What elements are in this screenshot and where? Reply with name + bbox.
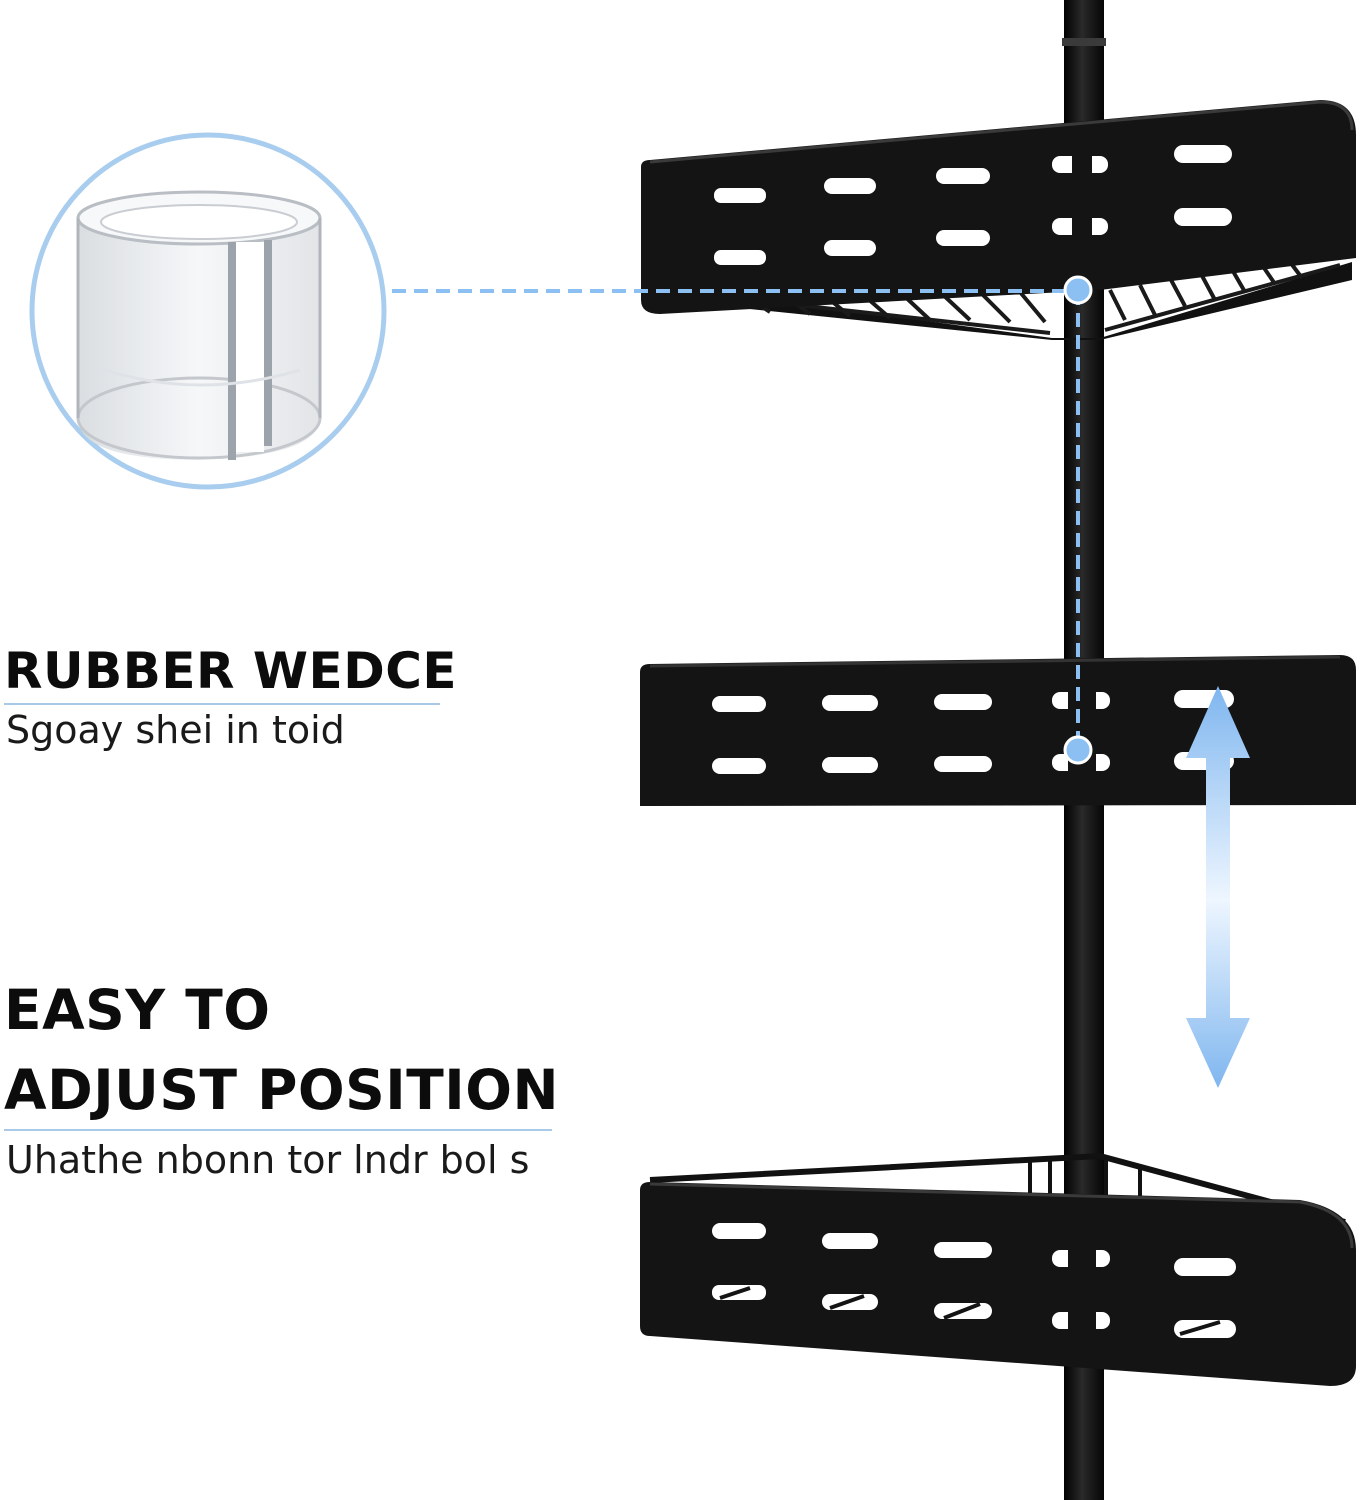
rubber-wedge-title: RUBBER WEDCE [4, 642, 458, 700]
rubber-wedge-subtitle: Sgoay shei in toid [6, 708, 345, 752]
rubber-wedge-callout [29, 132, 387, 490]
title-underline [4, 1129, 552, 1131]
adjust-title-line1: EASY TO [4, 978, 271, 1042]
rubber-wedge-image [76, 190, 322, 460]
up-down-arrow-icon [1186, 686, 1250, 1088]
pointer-dot-bottom [1063, 735, 1093, 765]
pole-joint [1062, 38, 1106, 46]
pointer-dot-top [1063, 275, 1093, 305]
adjust-subtitle: Uhathe nbonn tor lndr bol s [6, 1138, 530, 1182]
top-shelf [641, 100, 1356, 340]
title-underline [4, 703, 440, 705]
middle-shelf [640, 655, 1356, 806]
bottom-shelf [640, 1152, 1356, 1386]
adjust-title-line2: ADJUST POSITION [4, 1058, 560, 1122]
pointer-lines [392, 289, 1080, 750]
